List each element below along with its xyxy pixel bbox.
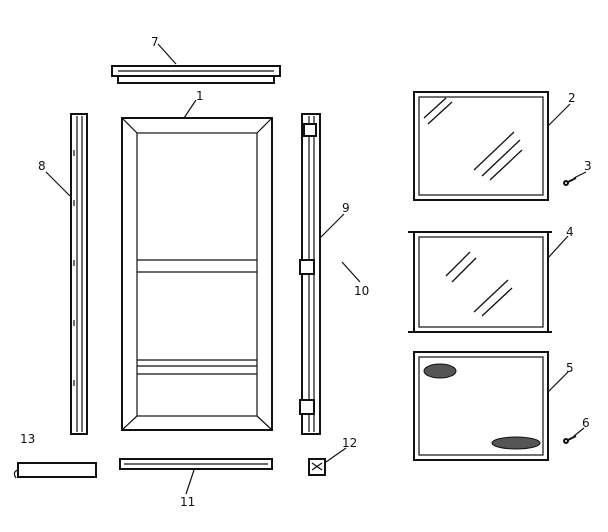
callout-6: 6 <box>582 416 590 430</box>
part-9-hinge-rail <box>299 113 321 435</box>
callout-3: 3 <box>584 159 592 173</box>
callout-8: 8 <box>38 159 46 173</box>
part-8-left-rail <box>70 113 88 435</box>
part-1-door-frame <box>121 117 273 431</box>
callout-5: 5 <box>566 361 574 375</box>
callout-2: 2 <box>568 91 576 105</box>
callout-4: 4 <box>566 225 574 239</box>
leader-lines <box>45 43 587 495</box>
part-2-glass-insert <box>413 91 549 201</box>
callout-labels: 7 1 2 3 4 5 6 8 9 10 11 12 13 <box>20 35 592 509</box>
part-13-sweep <box>13 462 97 479</box>
part-6-fastener <box>563 435 577 444</box>
callout-1: 1 <box>196 89 204 103</box>
part-7-top-rail <box>111 65 281 84</box>
callout-13: 13 <box>20 432 35 446</box>
part-3-fastener <box>563 177 577 186</box>
callout-12: 12 <box>342 436 357 450</box>
callout-10: 10 <box>354 284 369 298</box>
part-5-screen-insert <box>413 351 549 461</box>
part-4-glass-insert <box>408 231 552 333</box>
callout-7: 7 <box>151 35 159 49</box>
part-12-bracket <box>308 458 326 476</box>
callout-11: 11 <box>180 495 195 509</box>
part-11-bottom-rail <box>119 458 273 470</box>
callout-9: 9 <box>342 201 350 215</box>
